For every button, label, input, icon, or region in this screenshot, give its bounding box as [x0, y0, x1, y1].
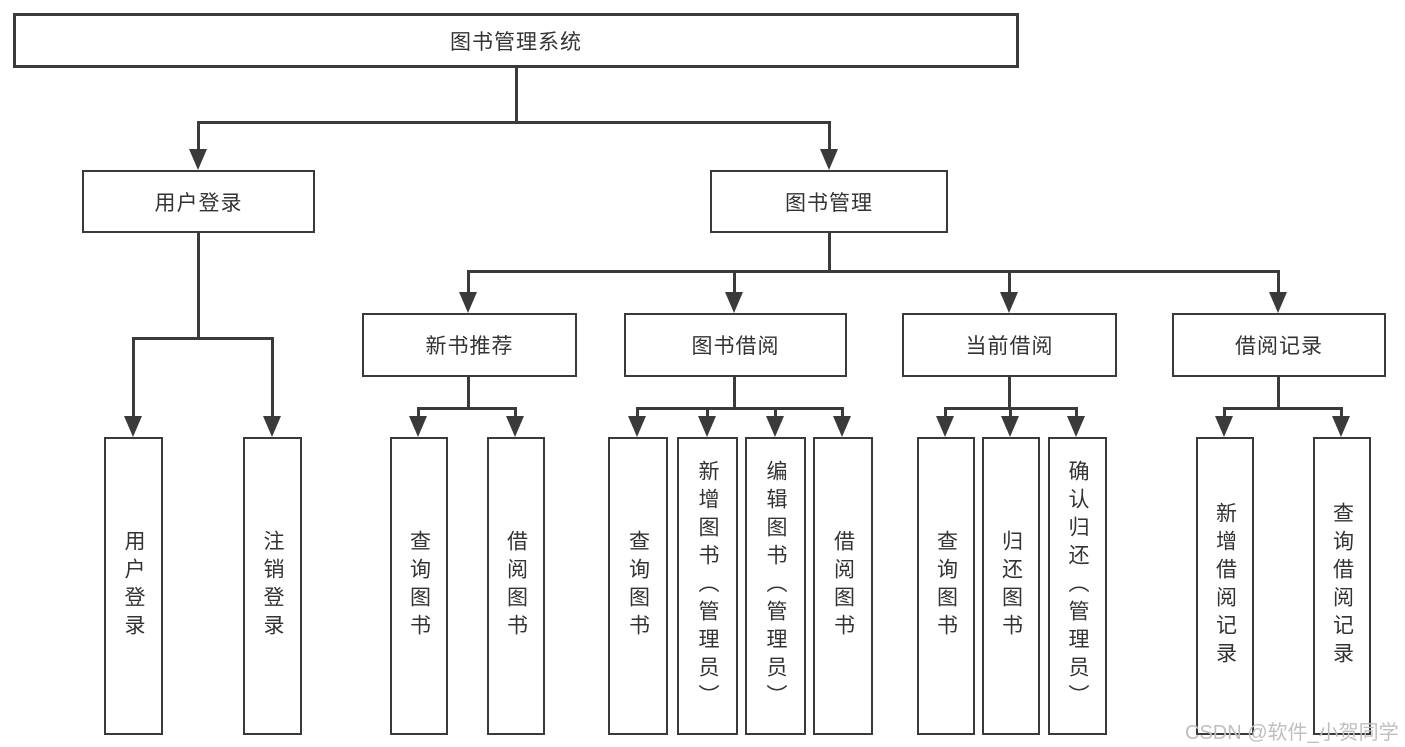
csdn-watermark: CSDN @软件_小贺同学 — [1185, 722, 1399, 744]
arrow-to-cb-confirm — [1067, 416, 1085, 437]
leaf-bb-edit-books-admin: 编辑图书（管理员） — [745, 437, 806, 735]
arrow-to-ul-login — [124, 416, 142, 437]
leaf-br-add-record: 新增借阅记录 — [1196, 437, 1254, 735]
connector-bb-branch — [636, 407, 843, 410]
arrow-to-bb-query — [628, 416, 646, 437]
connector-bb-trunk — [733, 377, 736, 407]
arrow-to-bb-borrow — [833, 416, 851, 437]
arrow-to-br-query — [1332, 416, 1350, 437]
connector-cb-drop-3 — [1075, 407, 1078, 417]
arrow-to-bb-edit — [766, 416, 784, 437]
leaf-cb-query-books: 查询图书 — [917, 437, 975, 735]
connector-nbr-trunk — [467, 377, 470, 407]
arrow-to-new-book-rec — [459, 292, 477, 313]
arrow-to-nbr-borrow — [506, 416, 524, 437]
arrow-to-book-borrow — [725, 292, 743, 313]
arrow-to-nbr-query — [409, 416, 427, 437]
connector-bm-drop-2 — [733, 270, 736, 293]
arrow-to-book-mgmt — [820, 149, 838, 170]
arrow-to-current-borrow — [1000, 292, 1018, 313]
connector-root-trunk — [515, 68, 518, 121]
connector-br-drop-2 — [1340, 407, 1343, 417]
arrow-to-br-add — [1215, 416, 1233, 437]
connector-ul-trunk — [197, 233, 200, 337]
arrow-to-cb-query — [936, 416, 954, 437]
arrow-to-bb-add — [698, 416, 716, 437]
node-current-borrow: 当前借阅 — [902, 313, 1117, 377]
connector-bb-drop-1 — [636, 407, 639, 417]
connector-root-right-drop — [828, 121, 831, 150]
connector-bm-drop-1 — [467, 270, 470, 293]
arrow-to-ul-logout — [263, 416, 281, 437]
connector-root-branch — [197, 121, 831, 124]
leaf-nbr-borrow-books: 借阅图书 — [487, 437, 545, 735]
node-borrow-records: 借阅记录 — [1172, 313, 1386, 377]
connector-nbr-branch — [417, 407, 517, 410]
connector-nbr-drop-2 — [514, 407, 517, 417]
connector-ul-left-drop — [132, 337, 135, 417]
connector-bm-drop-3 — [1008, 270, 1011, 293]
leaf-bb-query-books: 查询图书 — [608, 437, 668, 735]
connector-bm-trunk — [828, 233, 831, 270]
node-root: 图书管理系统 — [13, 13, 1019, 68]
connector-br-drop-1 — [1223, 407, 1226, 417]
node-book-borrow: 图书借阅 — [624, 313, 847, 377]
connector-ul-right-drop — [271, 337, 274, 417]
node-user-login-group: 用户登录 — [82, 170, 315, 233]
connector-br-branch — [1223, 407, 1342, 410]
leaf-bb-add-books-admin: 新增图书（管理员） — [677, 437, 738, 735]
leaf-br-query-record: 查询借阅记录 — [1313, 437, 1371, 735]
connector-cb-trunk — [1008, 377, 1011, 407]
connector-bb-drop-2 — [706, 407, 709, 417]
node-book-mgmt-group: 图书管理 — [710, 170, 948, 233]
connector-nbr-drop-1 — [417, 407, 420, 417]
connector-bb-drop-4 — [841, 407, 844, 417]
connector-bm-branch — [467, 270, 1280, 273]
arrow-to-cb-return — [1001, 416, 1019, 437]
arrow-to-borrow-records — [1269, 292, 1287, 313]
leaf-user-login: 用户登录 — [104, 437, 163, 735]
leaf-bb-borrow-books: 借阅图书 — [813, 437, 873, 735]
leaf-nbr-query-books: 查询图书 — [390, 437, 448, 735]
connector-bb-drop-3 — [774, 407, 777, 417]
connector-bm-drop-4 — [1277, 270, 1280, 293]
leaf-cb-return-books: 归还图书 — [982, 437, 1040, 735]
arrow-to-user-login — [189, 149, 207, 170]
connector-ul-branch — [132, 337, 273, 340]
leaf-logout: 注销登录 — [243, 437, 302, 735]
connector-br-trunk — [1277, 377, 1280, 407]
connector-cb-drop-1 — [944, 407, 947, 417]
connector-cb-drop-2 — [1009, 407, 1012, 417]
node-new-book-rec: 新书推荐 — [362, 313, 577, 377]
leaf-cb-confirm-return-admin: 确认归还（管理员） — [1048, 437, 1107, 735]
connector-root-left-drop — [197, 121, 200, 150]
